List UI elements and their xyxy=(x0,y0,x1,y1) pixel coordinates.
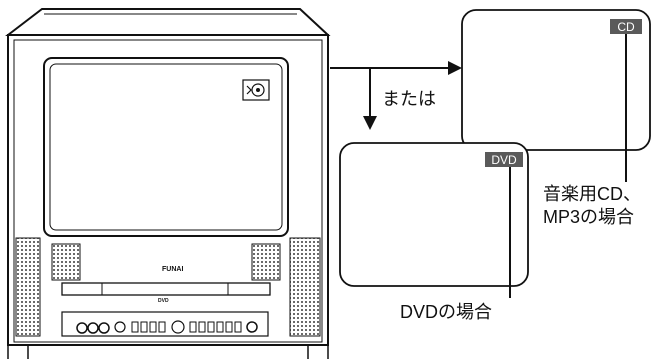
music-cd-mp3-label-line1: 音楽用CD、 xyxy=(543,184,641,204)
tv-set: FUNAI DVD xyxy=(5,8,331,359)
music-cd-mp3-label-line2: MP3の場合 xyxy=(543,207,634,227)
disc-icon xyxy=(242,79,270,101)
right-speaker-grille xyxy=(289,237,321,337)
cd-badge xyxy=(610,19,642,34)
tv-dvd-logo: DVD xyxy=(158,298,169,304)
down-arrow-head xyxy=(363,116,377,130)
dvd-case-label: DVDの場合 xyxy=(400,302,492,322)
connector-arrows xyxy=(330,61,462,130)
tv-top-cabinet xyxy=(5,8,331,36)
dvd-badge xyxy=(485,152,523,167)
tv-brand-logo: FUNAI xyxy=(162,266,183,273)
dvd-badge-text: DVD xyxy=(491,153,517,167)
left-speaker-grille xyxy=(15,237,41,337)
tv-control-panel xyxy=(61,311,269,337)
disc-tray xyxy=(61,282,271,296)
tv-screen xyxy=(43,57,289,237)
dvd-screen: DVD xyxy=(339,142,529,298)
cd-badge-text: CD xyxy=(617,20,635,34)
cd-screen: CD xyxy=(461,9,651,182)
dvd-screen-frame xyxy=(339,142,529,287)
or-label: または xyxy=(382,89,436,109)
cd-screen-frame xyxy=(461,9,651,151)
right-arrow-head xyxy=(448,61,462,75)
